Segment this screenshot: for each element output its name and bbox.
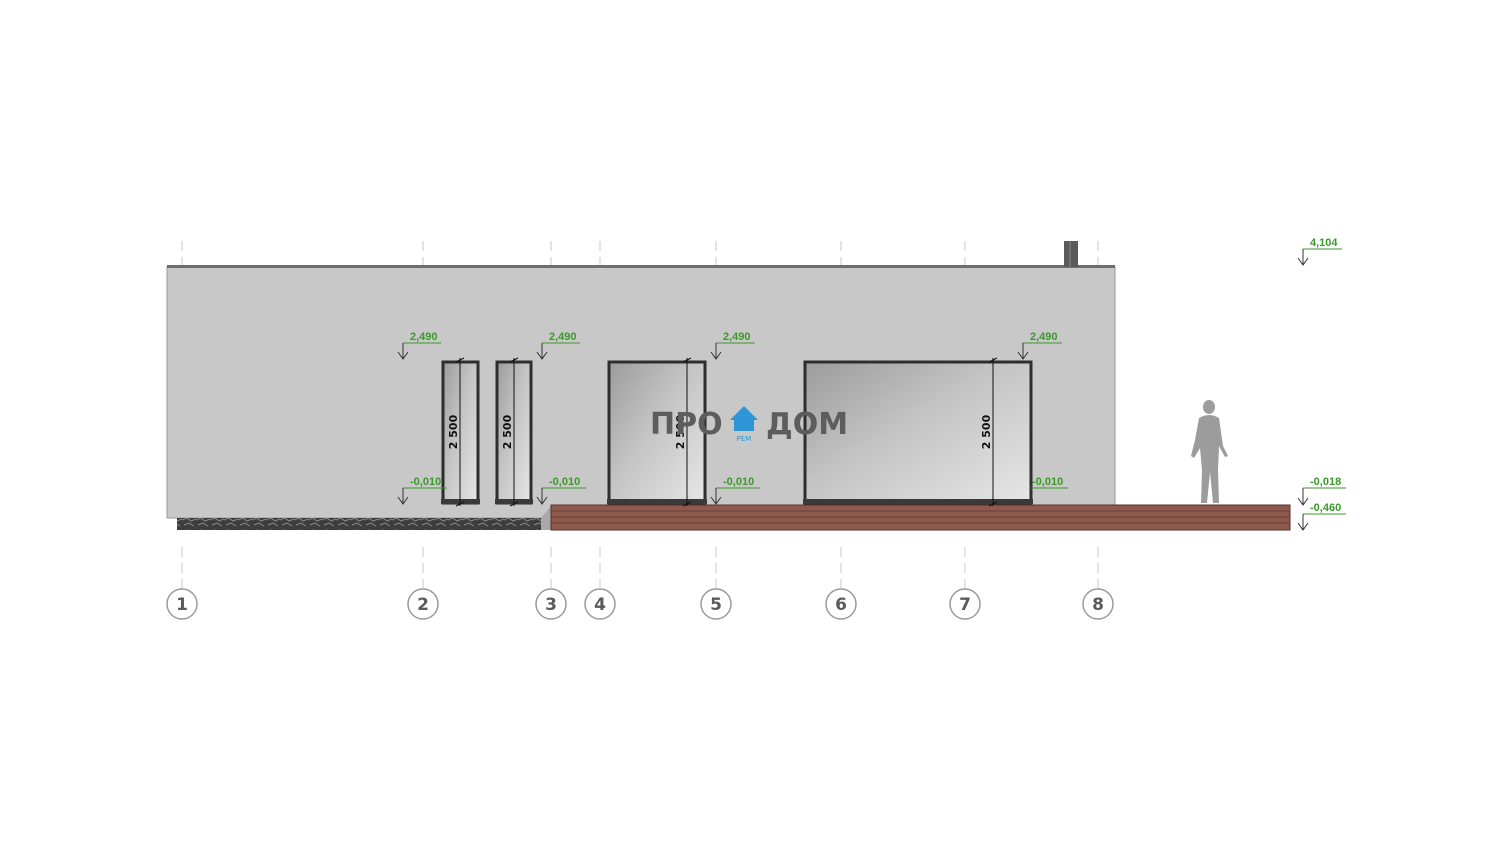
level-ground: -0,460 — [1310, 502, 1341, 514]
logo-text-left: ПРО — [650, 407, 723, 442]
window-2-head-level: 2,490 — [549, 331, 577, 343]
axis-bubble-7 — [949, 588, 981, 620]
logo-sub-text: РЕМ — [737, 435, 752, 443]
roof-edge — [167, 265, 1115, 268]
logo-watermark: ПРО РЕМ ДОМ — [650, 406, 848, 443]
axis-bubble-2 — [407, 588, 439, 620]
axis-label-3: 3 — [545, 595, 557, 615]
axis-bubble-5 — [700, 588, 732, 620]
window-4-sill-level: -0,010 — [1032, 476, 1063, 488]
window-4-head-level: 2,490 — [1030, 331, 1058, 343]
height-dimension-lines — [455, 357, 998, 507]
stone-plinth — [177, 518, 551, 530]
window-2-sill-level: -0,010 — [549, 476, 580, 488]
chimney-pipe — [1064, 241, 1078, 267]
window-1-sill-level: -0,010 — [410, 476, 441, 488]
person-silhouette — [1191, 400, 1228, 503]
axis-bubble-4 — [584, 588, 616, 620]
level-roof-top: 4,104 — [1310, 237, 1338, 249]
house-icon — [730, 406, 758, 431]
window-3-height: 2 500 — [674, 414, 687, 449]
window-3-sill-level: -0,010 — [723, 476, 754, 488]
window-level-markers — [397, 342, 1068, 505]
window-4-height: 2 500 — [980, 414, 993, 449]
axis-bubble-6 — [825, 588, 857, 620]
window-2-height: 2 500 — [501, 414, 514, 449]
axis-label-8: 8 — [1092, 595, 1104, 615]
plinth-slope — [541, 506, 551, 530]
window-3-head-level: 2,490 — [723, 331, 751, 343]
window-3 — [607, 360, 707, 505]
level-markers-right — [1297, 248, 1346, 531]
axis-bubble-1 — [166, 588, 198, 620]
axis-label-7: 7 — [959, 595, 971, 615]
wooden-deck — [550, 504, 1291, 531]
axis-bubbles: 1 2 3 4 5 6 7 8 — [166, 588, 1114, 620]
window-1-height: 2 500 — [447, 414, 460, 449]
logo-text-right: ДОМ — [766, 407, 848, 442]
axis-label-1: 1 — [176, 595, 188, 615]
axis-bubble-3 — [535, 588, 567, 620]
window-1-head-level: 2,490 — [410, 331, 438, 343]
level-deck: -0,018 — [1310, 476, 1341, 488]
axis-label-4: 4 — [594, 595, 606, 615]
axis-label-5: 5 — [710, 595, 722, 615]
axis-bubble-8 — [1082, 588, 1114, 620]
axis-label-2: 2 — [417, 595, 429, 615]
axis-label-6: 6 — [835, 595, 847, 615]
